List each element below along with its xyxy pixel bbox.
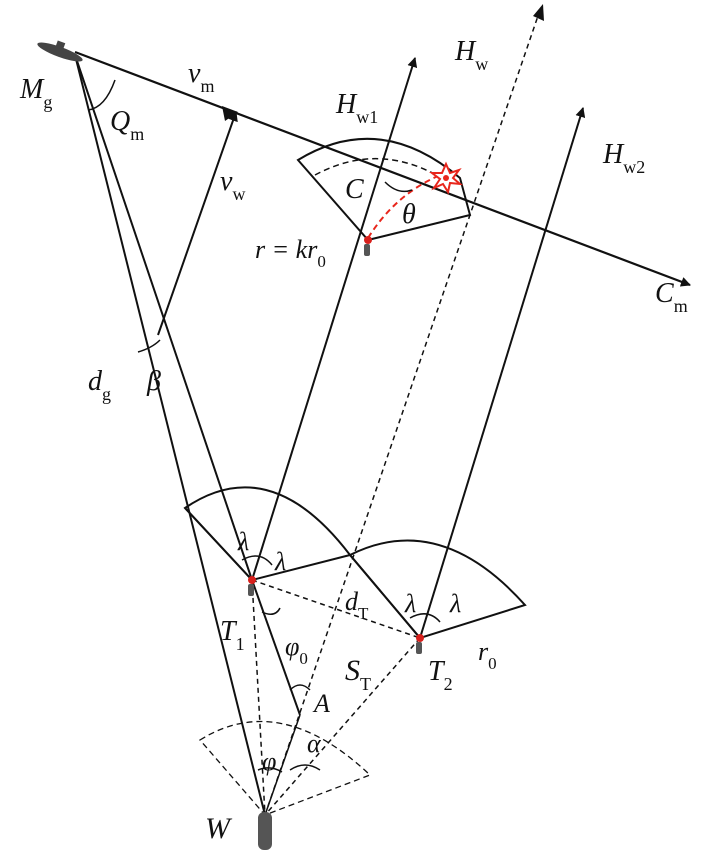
target-course-line [74,50,691,287]
phi0-angle-arc [261,607,281,615]
label-dt: dT [345,587,369,623]
t2-lambda-arc [409,613,441,623]
w-dashed-sector [199,720,372,816]
phi-angle-arc [257,767,283,773]
label-phi0: φ0 [285,632,308,668]
t1-w-line [251,579,266,816]
label-r-kr0: r = kr0 [255,235,326,271]
explosion-icon [429,161,464,195]
label-dg: dg [88,366,111,404]
label-a: A [312,689,330,718]
label-t1: T1 [220,616,245,654]
label-r0: r0 [478,637,497,673]
label-beta: β [146,366,161,397]
label-w: W [205,812,233,845]
upper-sector [296,137,472,242]
hw1-line [251,57,418,581]
t1-sector [183,486,352,582]
label-cm: Cm [655,278,688,316]
label-lambda-t2-right: λ [449,589,461,618]
label-hw1: Hw1 [335,89,378,127]
label-phi: φ [262,747,276,776]
qm-angle-arc [87,79,116,111]
label-hw2: Hw2 [602,139,645,177]
vw-arrow [157,111,238,336]
t2-sector-to-t1-line [349,554,421,639]
dt-line [251,579,421,639]
intercept-arc [367,175,439,239]
t1-lambda-arc [241,555,273,566]
dg-line [74,54,266,816]
hw-arrowhead [533,4,544,21]
torpedo-icon-upper [364,244,370,256]
a-right-angle [289,684,311,691]
label-qm: Qm [110,106,144,144]
label-lambda-t2-left: λ [404,589,416,618]
t1-a-line [251,579,301,716]
st-line [264,637,421,816]
label-vm: vm [188,58,214,96]
t2-point [416,634,424,642]
label-st: ST [345,654,371,694]
label-vw: vw [220,166,245,204]
label-t2: T2 [428,656,453,694]
beta-angle-arc [137,339,161,353]
w-vehicle-icon [258,812,272,850]
label-alpha: α [307,729,322,758]
c-angle-arc [384,181,413,193]
torpedo-point-upper [364,236,372,244]
submarine-icon [37,40,83,62]
label-lambda-t1-right: λ [274,547,286,576]
hw-line [264,9,541,816]
t1-torpedo-icon [248,584,254,596]
label-theta: θ [402,199,416,230]
label-hw: Hw [454,36,488,74]
a-w-line [264,714,301,816]
t2-torpedo-icon [416,642,422,654]
t1-sector-edge [184,507,253,581]
label-lambda-t1-left: λ [237,527,249,556]
t1-point [248,576,256,584]
alpha-angle-arc [289,764,321,771]
t2-sector [348,539,527,640]
label-mg: Mg [19,74,52,112]
hw2-line [419,107,586,639]
label-c: C [345,174,364,205]
